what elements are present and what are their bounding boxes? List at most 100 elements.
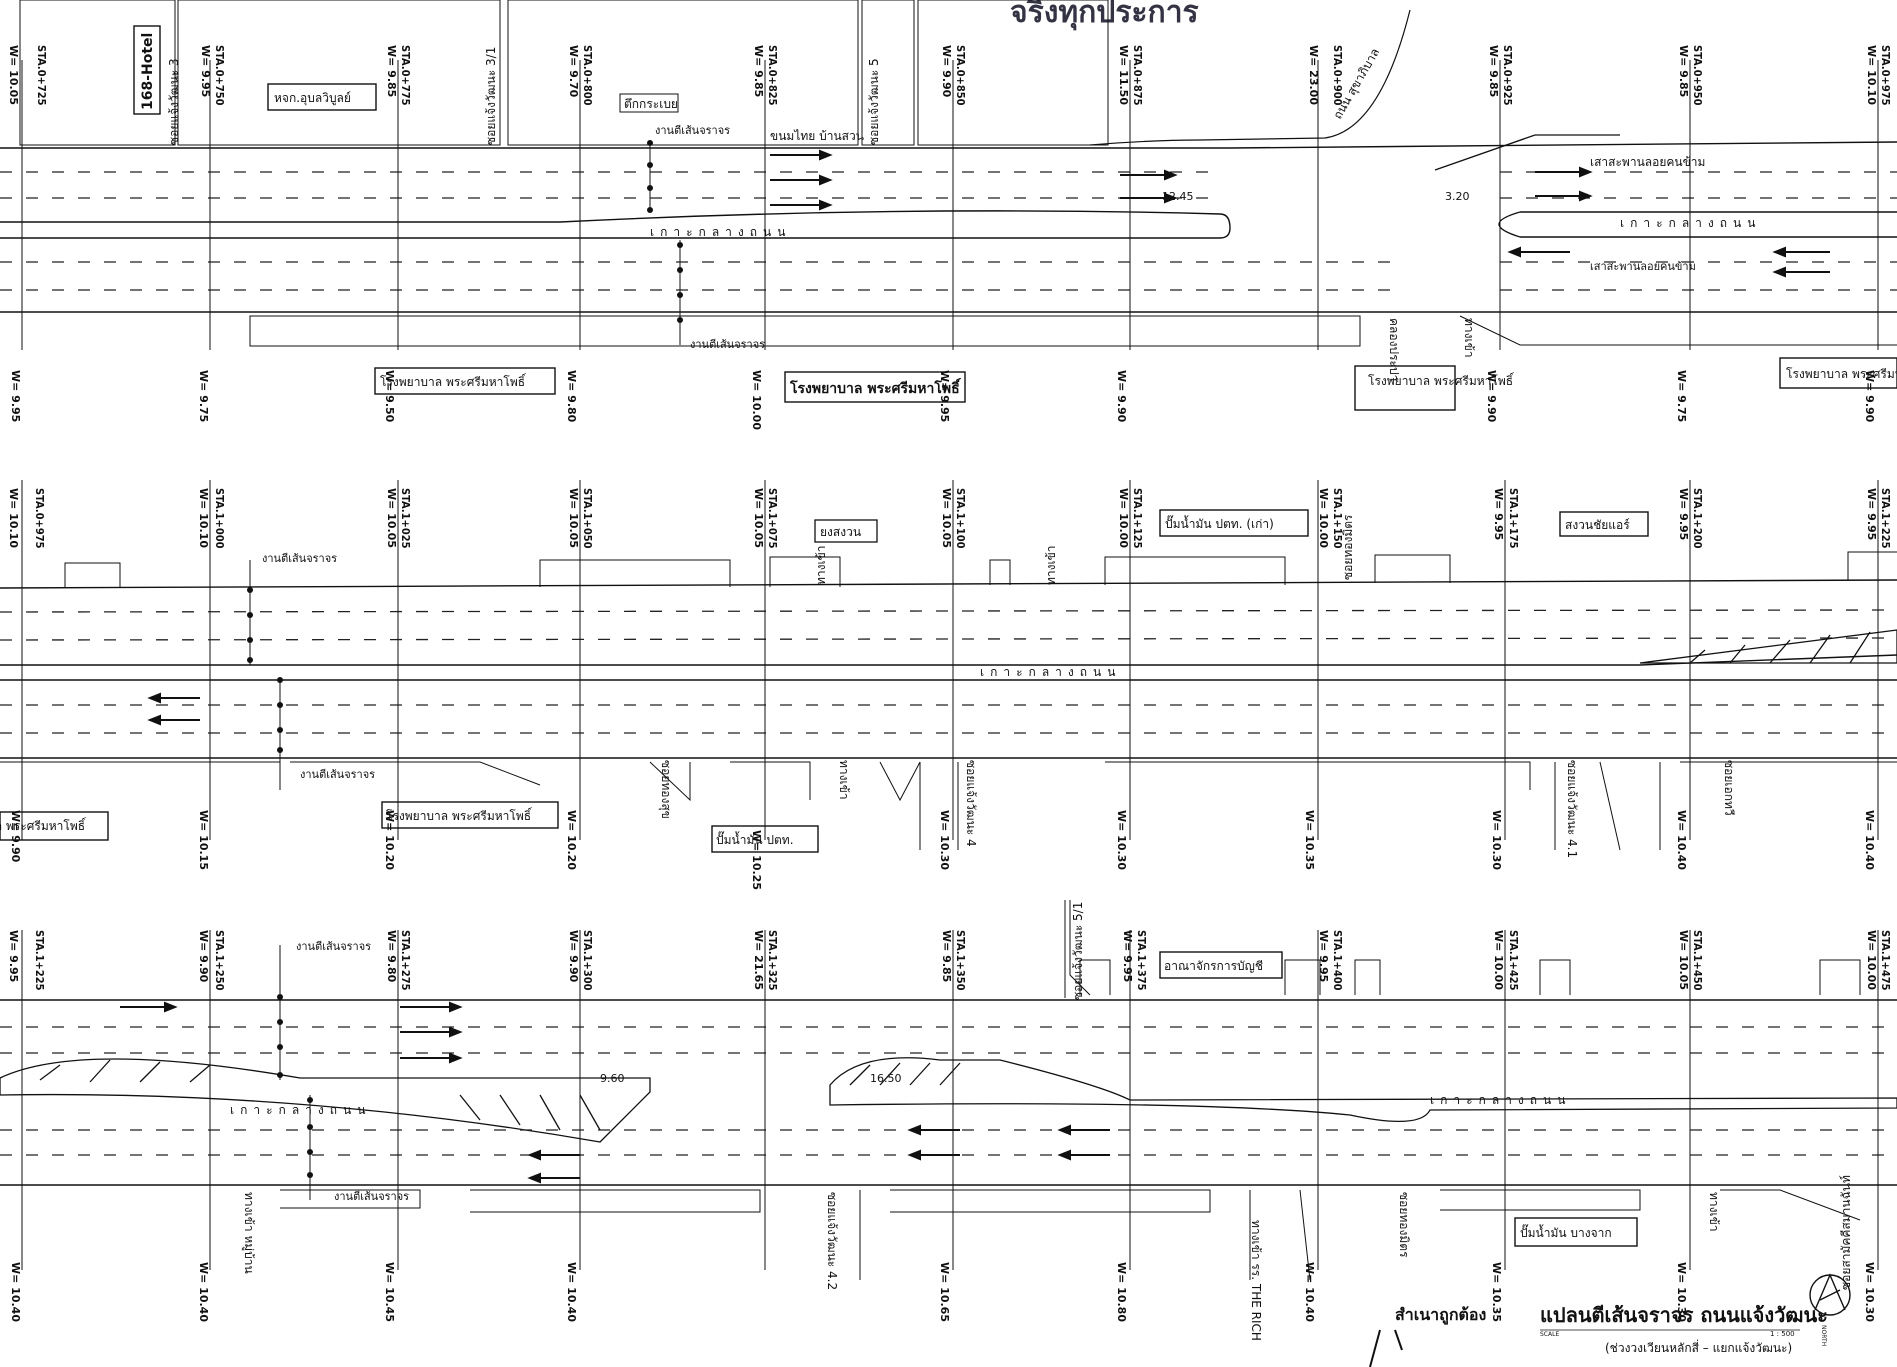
place-label: ตึกกระเบย — [624, 97, 678, 111]
station-lines — [21, 930, 1879, 1270]
station-label: STA.1+150 — [1331, 488, 1344, 549]
width-label: W= 10.15 — [197, 810, 210, 870]
place-label: ขนมไทย บ้านสวน — [770, 129, 864, 143]
strip-3: เกาะกลางถนน เกาะกลางถนน — [0, 900, 1897, 1341]
station-label: STA.1+125 — [1131, 488, 1144, 549]
annotation: งานตีเส้นจราจร — [300, 768, 375, 781]
place-label: ทางเข้า — [837, 760, 851, 800]
building-block — [177, 0, 501, 146]
width-label: W= 9.90 — [1115, 370, 1128, 423]
place-label: 168-Hotel — [140, 33, 156, 110]
station-labels: STA.0+725 STA.0+750 STA.0+775 STA.0+800 … — [35, 45, 1892, 106]
station-labels: STA.0+975 STA.1+000 STA.1+025 STA.1+050 … — [33, 488, 1892, 549]
width-label: W= 9.90 — [567, 930, 580, 983]
width-label: W= 10.80 — [1115, 1262, 1128, 1322]
station-label: STA.0+900 — [1331, 45, 1344, 106]
width-label: W= 10.05 — [1677, 930, 1690, 990]
annotation: เสาสะพานลอยคนข้าม — [1590, 155, 1705, 169]
place-label: ซอยทองสุข — [658, 760, 673, 819]
width-label: W= 9.90 — [1485, 370, 1498, 423]
width-label: W= 9.95 — [938, 370, 951, 422]
width-label: W= 10.10 — [197, 488, 210, 548]
width-labels-top: W= 9.95 W= 9.90 W= 9.80 W= 9.90 W= 21.65… — [7, 930, 1878, 990]
place-label: ซอยแจ้งวัฒนะ 4.2 — [825, 1192, 839, 1290]
annotation: งานตีเส้นจราจร — [334, 1190, 409, 1203]
place-label: ซอยแจ้งวัฒนะ 3 — [167, 58, 181, 145]
width-label: W= 10.65 — [938, 1262, 951, 1322]
width-label: W= 10.05 — [7, 45, 20, 105]
width-label: W= 10.40 — [9, 1262, 22, 1322]
annotation: งานตีเส้นจราจร — [690, 338, 765, 351]
width-label: W= 9.90 — [9, 810, 22, 863]
place-label: ซอยแจ้งวัฒนะ 4.1 — [1565, 760, 1579, 858]
width-label: W= 10.30 — [938, 810, 951, 870]
width-label: W= 9.50 — [383, 370, 396, 423]
hatched-median-taper — [1639, 629, 1897, 664]
north-label: NORTH — [1820, 1325, 1827, 1346]
station-label: STA.1+100 — [954, 488, 967, 549]
place-label: โรงพยาบาล พระศรีมหาโพธิ์ — [0, 817, 87, 833]
median-label: เกาะกลางถนน — [1620, 216, 1761, 230]
station-label: STA.1+000 — [213, 488, 226, 549]
station-label: STA.0+975 — [33, 488, 46, 549]
width-label: W= 10.40 — [565, 1262, 578, 1322]
station-labels: STA.1+225 STA.1+250 STA.1+275 STA.1+300 … — [33, 930, 1892, 991]
width-label: W= 9.90 — [197, 930, 210, 983]
width-label: W= 10.40 — [1303, 1262, 1316, 1322]
lane-arrows — [770, 149, 1830, 278]
place-label: ปั๊มน้ำมัน ปตท. — [716, 831, 794, 847]
width-label: W= 11.50 — [1117, 45, 1130, 105]
width-label: W= 10.40 — [1675, 810, 1688, 870]
station-label: STA.1+025 — [399, 488, 412, 549]
place-label: ยงสงวน — [820, 525, 861, 539]
width-label: W= 9.95 — [1492, 488, 1505, 540]
station-label: STA.1+300 — [581, 930, 594, 991]
place-label: ทางเข้า — [1044, 545, 1058, 585]
annotation: งานตีเส้นจราจร — [655, 124, 730, 137]
width-label: W= 9.95 — [9, 370, 22, 422]
median-label: เกาะกลางถนน — [1430, 1093, 1571, 1107]
lane-arrows — [147, 692, 200, 726]
place-label: ซอยทองมิตร — [1397, 1192, 1411, 1258]
place-label: ทางเข้า — [1462, 318, 1476, 358]
annotation: งานตีเส้นจราจร — [296, 940, 371, 953]
building-block — [19, 0, 176, 146]
median-label: เกาะกลางถนน — [650, 225, 791, 239]
place-label: ปั๊มน้ำมัน ปตท. (เก่า) — [1165, 515, 1274, 531]
annotation: งานตีเส้นจราจร — [262, 552, 337, 565]
width-label: W= 10.30 — [1115, 810, 1128, 870]
width-labels-top: W= 10.10 W= 10.10 W= 10.05 W= 10.05 W= 1… — [7, 488, 1878, 548]
width-label: W= 9.80 — [385, 930, 398, 983]
station-label: STA.0+750 — [213, 45, 226, 106]
strip-2: เกาะกลางถนน — [0, 480, 1897, 890]
station-label: STA.0+800 — [581, 45, 594, 106]
width-label: W= 9.75 — [1675, 370, 1688, 422]
station-label: STA.0+850 — [954, 45, 967, 106]
width-label: W= 9.90 — [1863, 370, 1876, 423]
certify-text: สำเนาถูกต้อง — [1395, 1305, 1486, 1326]
place-label: ซอยแจ้งวัฒนะ 5 — [867, 58, 881, 145]
station-label: STA.0+950 — [1691, 45, 1704, 106]
place-label: ซอยสามัคคีสมานฉันท์ — [1839, 1175, 1853, 1290]
width-label: W= 10.05 — [385, 488, 398, 548]
width-label: W= 10.05 — [940, 488, 953, 548]
scale-label: SCALE — [1540, 1331, 1559, 1338]
station-lines — [21, 60, 1879, 350]
station-lines — [21, 480, 1879, 840]
station-label: STA.0+775 — [399, 45, 412, 106]
place-label: ซอยแจ้งวัฒนะ 4 — [964, 760, 978, 847]
building-block — [249, 315, 1361, 347]
station-label: STA.1+200 — [1691, 488, 1704, 549]
drawing-title: แปลนตีเส้นจราจร ถนนแจ้งวัฒนะ — [1540, 1303, 1828, 1327]
place-label: ทางเข้า — [1707, 1192, 1721, 1232]
place-label: ซอยเอกทวี — [1722, 760, 1736, 816]
width-label: W= 10.35 — [1490, 1262, 1503, 1322]
width-labels-bottom: W= 9.95 W= 9.75 W= 9.50 W= 9.80 W= 10.00… — [9, 370, 1876, 430]
station-label: STA.0+975 — [1879, 45, 1892, 106]
width-label: W= 9.75 — [197, 370, 210, 422]
building-block — [917, 0, 1109, 146]
title-block: สำเนาถูกต้อง แปลนตีเส้นจราจร ถนนแจ้งวัฒน… — [1369, 1273, 1851, 1367]
width-label: W= 10.30 — [1675, 1262, 1688, 1322]
width-label: W= 9.95 — [1677, 488, 1690, 540]
